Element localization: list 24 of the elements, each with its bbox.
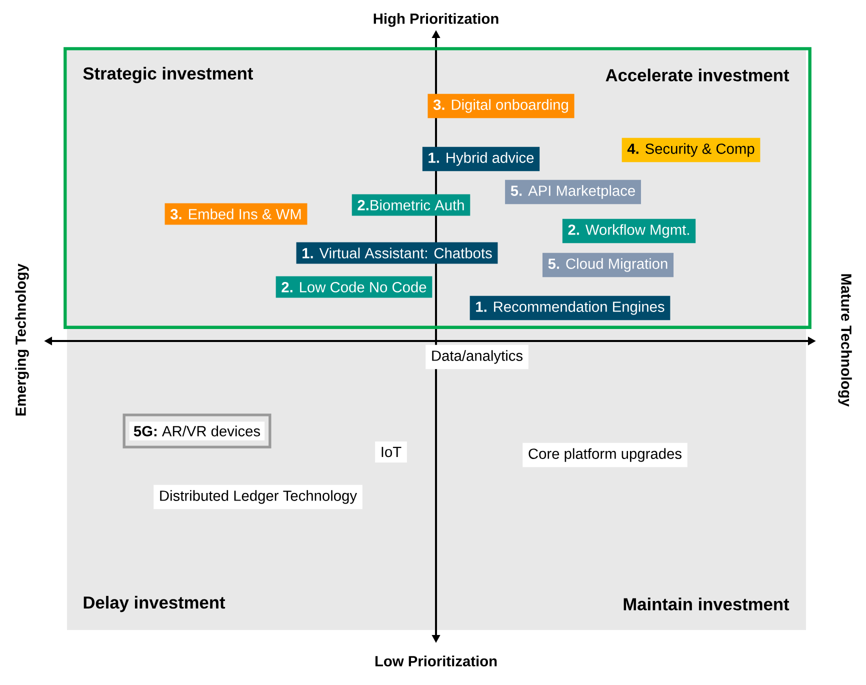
quadrant-title: Accelerate investment bbox=[606, 68, 790, 82]
axis-title: High Prioritization bbox=[374, 13, 498, 27]
technology-label: Core platform upgrades bbox=[522, 442, 688, 468]
technology-label: Distributed Ledger Technology bbox=[154, 484, 362, 510]
technology-tag: 2. Workflow Mgmt. bbox=[562, 218, 696, 244]
technology-tag: 4. Security & Comp bbox=[622, 138, 760, 162]
technology-tag: 1. Virtual Assistant: Chatbots bbox=[296, 242, 498, 264]
axis-title: Mature Technology bbox=[838, 274, 852, 407]
technology-tag: 1. Hybrid advice bbox=[422, 146, 540, 172]
technology-label: IoT bbox=[375, 442, 407, 462]
technology-tag: 2. Low Code No Code bbox=[276, 276, 432, 298]
technology-tag: 1. Recommendation Engines bbox=[470, 296, 670, 320]
technology-tag: 3. Embed Ins & WM bbox=[164, 203, 308, 225]
technology-tag: 2.Biometric Auth bbox=[352, 194, 470, 216]
quadrant-title: Maintain investment bbox=[624, 598, 790, 610]
axis-title: Low Prioritization bbox=[375, 656, 497, 666]
framed-technology-label: 5G: AR/VR devices bbox=[122, 414, 272, 448]
technology-tag: 5. Cloud Migration bbox=[542, 252, 674, 278]
technology-tag: 3. Digital onboarding bbox=[428, 94, 574, 118]
axis-title: Emerging Technology bbox=[15, 264, 29, 416]
technology-label: Data/analytics bbox=[426, 344, 528, 370]
technology-tag: 5. API Marketplace bbox=[505, 180, 641, 204]
quadrant-title: Delay investment bbox=[84, 596, 226, 612]
quadrant-title: Strategic investment bbox=[83, 66, 253, 84]
